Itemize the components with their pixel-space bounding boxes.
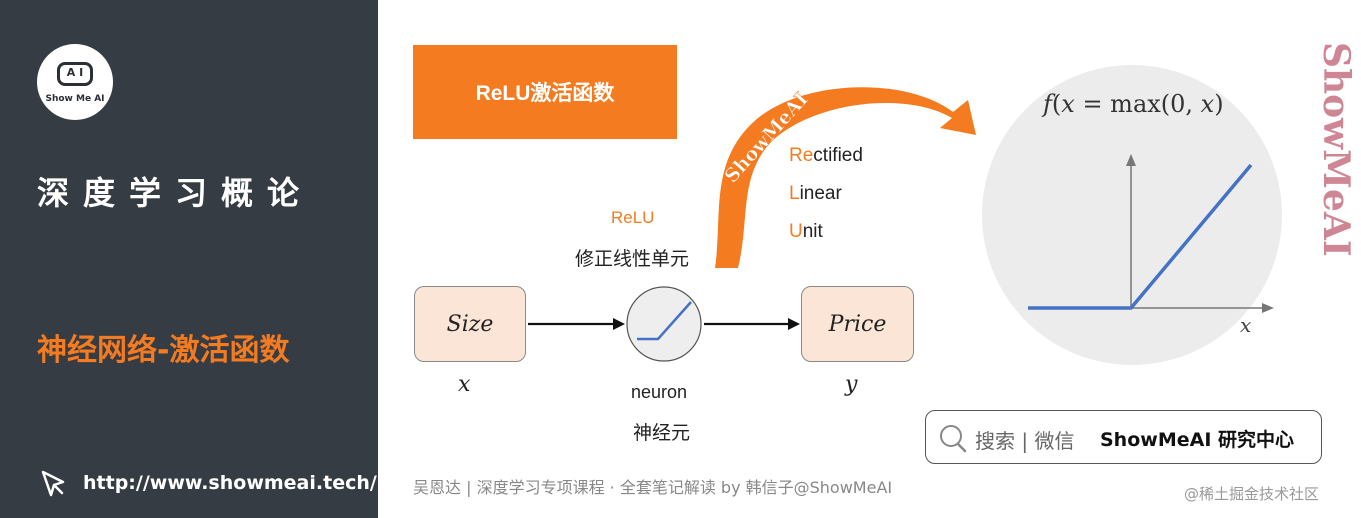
output-box: Price [801,286,914,362]
curved-arrow-icon [715,87,976,268]
logo-text: Show Me AI [45,94,105,104]
footer-credit: 吴恩达 | 深度学习专项课程 · 全套笔记解读 by 韩信子@ShowMeAI [413,478,893,497]
site-url-link[interactable]: http://www.showmeai.tech/ [83,472,377,494]
search-icon [940,425,967,453]
search-brand: ShowMeAI 研究中心 [1100,429,1294,451]
search-text: 搜索 | 微信 [975,429,1075,453]
relu-label-zh: 修正线性单元 [575,248,690,270]
acronym-rectified: Rectified [789,145,863,166]
main-content: ReLU激活函数 ShowMeAI x ShowMeAI f(x = max(0… [378,0,1361,518]
sidebar: A I Show Me AI 深度学习概论 神经网络-激活函数 http://w… [0,0,378,518]
neuron-label-zh: 神经元 [633,422,691,444]
x-axis-label: x [1240,313,1251,337]
graph-background [982,65,1282,365]
neuron-relu-icon [637,301,692,341]
output-variable: y [845,372,858,397]
robot-face-icon: A I [57,62,93,86]
acronym-unit: Unit [789,221,823,242]
relu-graph-line [1028,163,1253,310]
logo-face-text: A I [66,66,84,79]
cursor-click-icon [41,470,65,497]
vertical-watermark: ShowMeAI [1315,42,1357,257]
input-arrowhead [613,318,625,330]
relu-formula: f(x = max(0, x) [1043,90,1224,118]
input-box: Size [414,286,526,362]
relu-label: ReLU [611,208,655,227]
x-axis-arrowhead [1262,303,1274,313]
course-title: 深度学习概论 [37,174,314,212]
input-variable: x [458,372,471,397]
y-axis-arrowhead [1126,154,1136,166]
showmeai-logo[interactable]: A I Show Me AI [37,44,113,120]
wechat-search-box[interactable]: 搜索 | 微信 ShowMeAI 研究中心 [925,410,1322,464]
diagram-graphics: ShowMeAI x ShowMeAI [528,42,1357,362]
neuron-label: neuron [631,382,688,402]
relu-banner: ReLU激活函数 [413,45,677,139]
arrow-watermark: ShowMeAI [720,88,812,187]
output-arrowhead [788,318,800,330]
source-credit: @稀土掘金技术社区 [1184,485,1320,503]
chapter-title: 神经网络-激活函数 [37,333,290,368]
acronym-linear: Linear [789,183,842,204]
neuron-circle [626,286,702,362]
